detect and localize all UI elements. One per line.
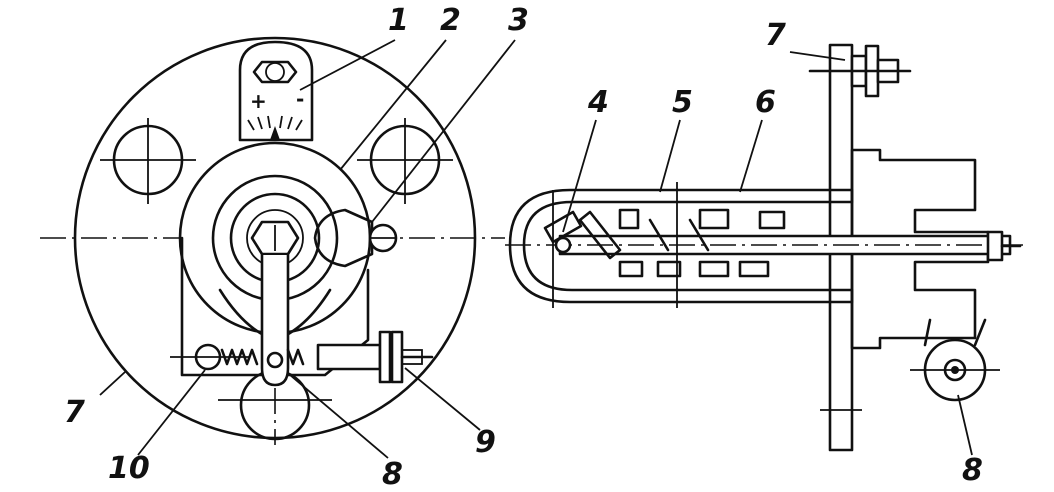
label-7-side: 7 bbox=[765, 18, 786, 53]
insulating-housing bbox=[850, 148, 990, 350]
scale-plus-mark: + bbox=[250, 89, 267, 113]
label-10: 10 bbox=[108, 451, 150, 486]
label-6: 6 bbox=[755, 85, 776, 120]
label-8-side: 8 bbox=[962, 453, 983, 488]
spring-screw-assembly bbox=[170, 330, 434, 384]
spring-stop-3 bbox=[313, 208, 398, 268]
label-9: 9 bbox=[475, 425, 496, 460]
leader-lines-side bbox=[562, 51, 973, 456]
top-bolt bbox=[808, 44, 912, 98]
side-view: 4 5 6 7 8 bbox=[505, 18, 1025, 488]
pin-4 bbox=[552, 190, 572, 308]
label-2: 2 bbox=[440, 3, 461, 38]
sensor-tube-6 bbox=[508, 188, 854, 304]
adjusting-arm-top: + - bbox=[238, 40, 314, 142]
mounting-hole-left bbox=[100, 118, 196, 204]
shaft-end-nut bbox=[986, 230, 1022, 262]
label-4: 4 bbox=[587, 85, 609, 120]
label-1: 1 bbox=[388, 3, 409, 38]
mounting-hole-right bbox=[357, 118, 453, 204]
scale-minus-mark: - bbox=[296, 87, 304, 111]
bracket-body bbox=[180, 236, 370, 377]
lower-lever-8-side bbox=[910, 318, 1000, 402]
leader-lines-front bbox=[99, 39, 516, 459]
bimetal-elements-5 bbox=[543, 208, 786, 278]
label-7-front: 7 bbox=[64, 395, 85, 430]
label-5: 5 bbox=[672, 85, 693, 120]
label-3: 3 bbox=[508, 3, 529, 38]
front-view: + - bbox=[40, 3, 529, 492]
label-8-front: 8 bbox=[382, 457, 403, 492]
lower-lever-8 bbox=[260, 253, 290, 387]
